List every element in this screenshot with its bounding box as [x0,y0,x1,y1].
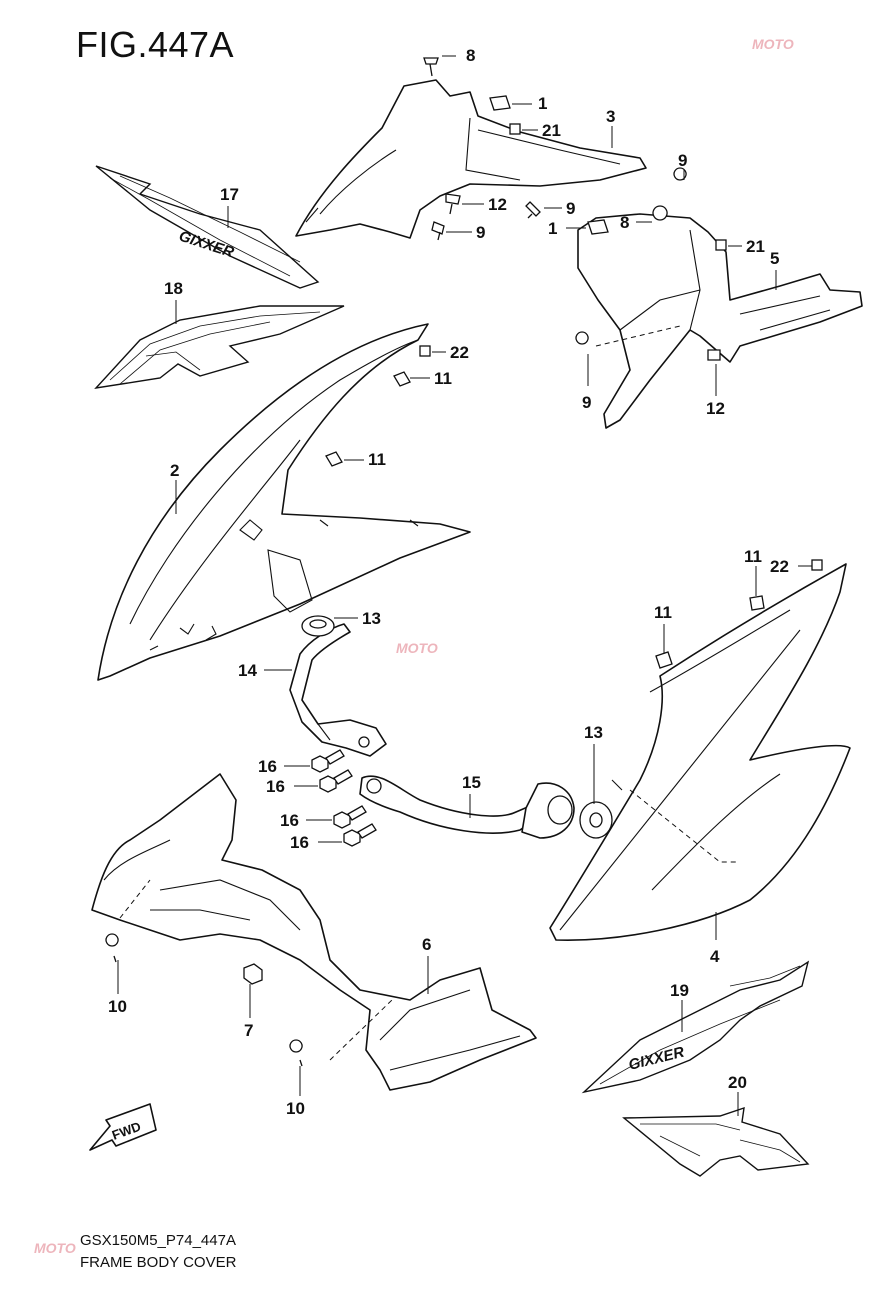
part-14-bracket [289,623,387,757]
part-20-decal [622,1106,810,1177]
watermark-text: MOTO [34,1240,76,1256]
callout-6: 6 [422,935,431,954]
callout-9: 9 [476,223,485,242]
callout-11: 11 [434,369,452,388]
part-13-grommet-upper [301,615,335,637]
watermark-logo-top: MOTO [752,36,794,52]
part-4-right-side-cover [549,563,851,941]
part-13-grommet-lower [579,801,613,839]
part-3-upper-inner-cover [295,79,647,239]
callout-22: 22 [770,557,789,576]
callout-3: 3 [606,107,615,126]
part-17-decal: GIXXER [95,165,320,289]
leader-lines [117,55,812,1116]
watermark-logo-center: MOTO [396,640,438,656]
part-16-bolts [311,749,377,847]
callout-labels: 8 1 21 3 17 12 9 9 9 8 1 21 5 18 22 11 9… [108,46,789,1118]
callout-17: 17 [220,185,239,204]
drawing-code: GSX150M5_P74_447A [80,1232,236,1249]
callout-11: 11 [654,603,672,622]
part-6-lower-cover [91,773,537,1091]
part-5-side-inner-cover [577,213,863,429]
callout-10: 10 [108,997,127,1016]
callout-18: 18 [164,279,183,298]
callout-11: 11 [744,547,762,566]
callout-1: 1 [548,219,557,238]
callout-19: 19 [670,981,689,1000]
callout-9: 9 [678,151,687,170]
callout-9: 9 [566,199,575,218]
callout-21: 21 [542,121,561,140]
callout-10: 10 [286,1099,305,1118]
callout-11: 11 [368,450,386,469]
drawing-name: FRAME BODY COVER [80,1254,237,1271]
fwd-arrow-icon: FWD [89,1103,157,1151]
watermark-text: MOTO [396,640,438,656]
callout-16: 16 [290,833,309,852]
callout-12: 12 [706,399,725,418]
fasteners [105,57,823,1067]
part-18-decal [94,305,345,390]
figure-title: FIG.447A [76,24,235,65]
callout-20: 20 [728,1073,747,1092]
watermark-logo-bottom: MOTO [34,1240,76,1256]
part-15-stay [359,775,575,839]
callout-13: 13 [362,609,381,628]
watermark-text: MOTO [752,36,794,52]
callout-4: 4 [710,947,720,966]
callout-1: 1 [538,94,547,113]
callout-5: 5 [770,249,779,268]
callout-12: 12 [488,195,507,214]
callout-22: 22 [450,343,469,362]
callout-21: 21 [746,237,765,256]
callout-9: 9 [582,393,591,412]
callout-16: 16 [258,757,277,776]
callout-13: 13 [584,723,603,742]
callout-2: 2 [170,461,179,480]
callout-15: 15 [462,773,481,792]
callout-8: 8 [620,213,629,232]
callout-16: 16 [266,777,285,796]
callout-7: 7 [244,1021,253,1040]
callout-16: 16 [280,811,299,830]
callout-14: 14 [238,661,257,680]
callout-8: 8 [466,46,475,65]
part-2-left-side-cover [97,323,471,681]
part-19-decal: GIXXER [581,960,810,1094]
